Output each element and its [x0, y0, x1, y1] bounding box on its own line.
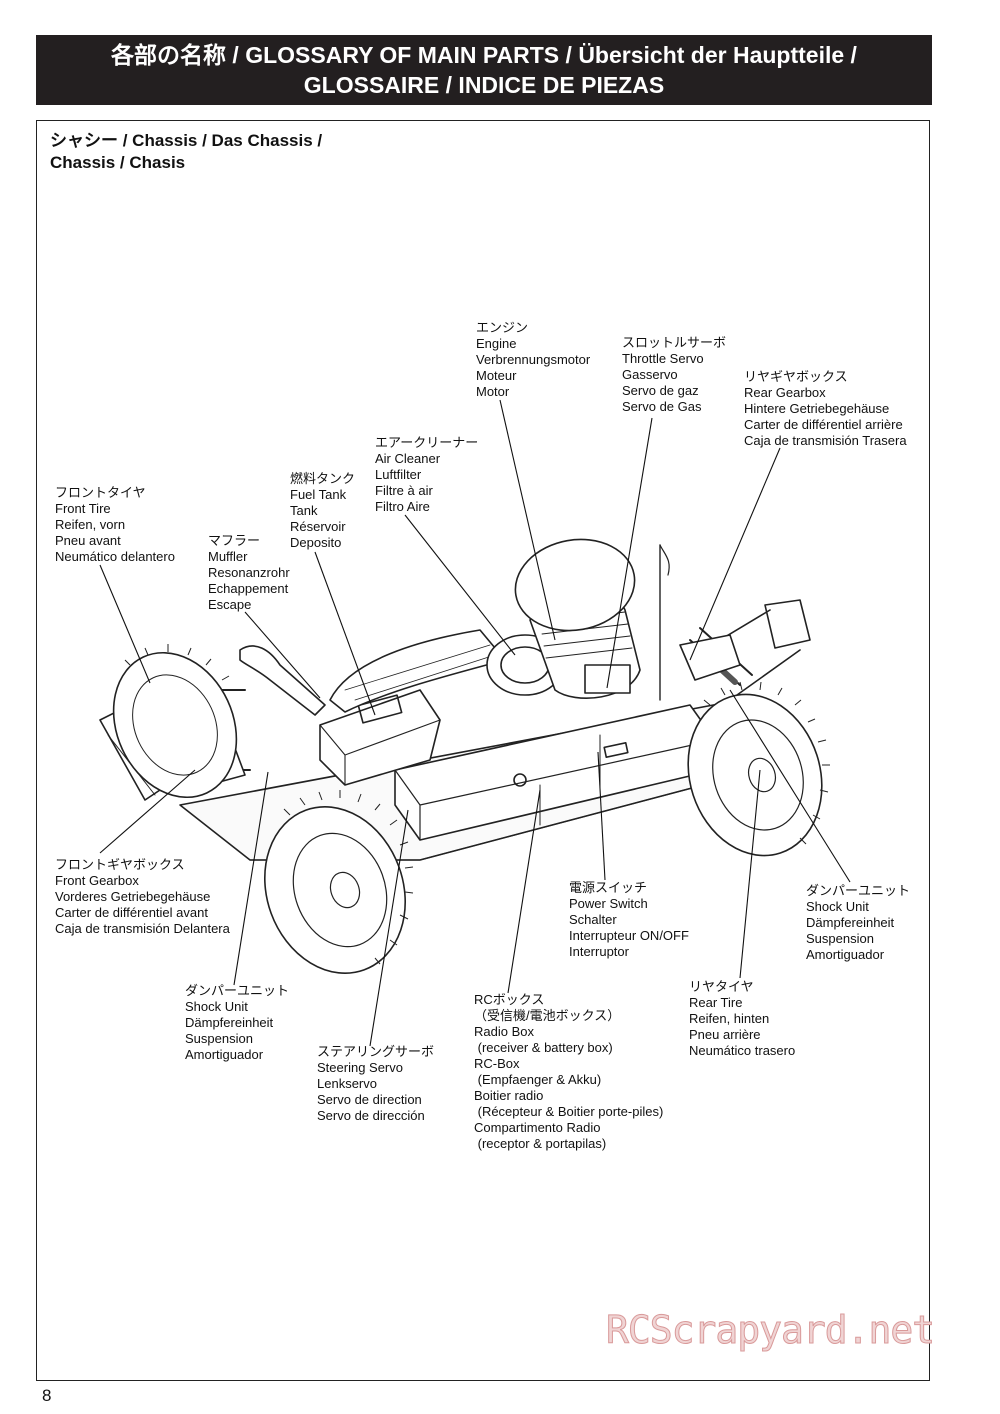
throttle-servo-label-fr: Servo de gaz: [622, 383, 699, 398]
throttle-servo-label-en: Throttle Servo: [622, 351, 704, 366]
rc-box-label-en-sub: (receiver & battery box): [474, 1040, 613, 1055]
steering-servo-label-de: Lenkservo: [317, 1076, 377, 1091]
section-title-line-2: Chassis / Chasis: [50, 153, 186, 172]
steering-servo-label-fr: Servo de direction: [317, 1092, 422, 1107]
label-front-tire: フロントタイヤ Front Tire Reifen, vorn Pneu ava…: [55, 485, 175, 565]
muffler-label-es: Escape: [208, 597, 252, 612]
steering-servo-label-es: Servo de dirección: [317, 1108, 425, 1123]
shock-unit-rear-label-es: Amortiguador: [806, 947, 885, 962]
engine-label-de: Verbrennungsmotor: [476, 352, 591, 367]
engine-label-ja: エンジン: [476, 320, 529, 335]
rear-tire-label-en: Rear Tire: [689, 995, 743, 1010]
rc-box-label-ja-sub: （受信機/電池ボックス）: [474, 1008, 621, 1023]
section-title: シャシー / Chassis / Das Chassis / Chassis /…: [50, 130, 322, 174]
rear-tire-label-ja: リヤタイヤ: [689, 979, 754, 994]
throttle-servo-label-es: Servo de Gas: [622, 399, 702, 414]
front-tire-label-de: Reifen, vorn: [55, 517, 126, 532]
rear-tire-label-de: Reifen, hinten: [689, 1011, 770, 1026]
content-frame: [36, 120, 930, 1381]
shock-unit-rear-label-en: Shock Unit: [806, 899, 869, 914]
muffler-label-fr: Echappement: [208, 581, 289, 596]
fuel-tank-label-ja: 燃料タンク: [290, 471, 356, 486]
air-cleaner-label-ja: エアークリーナー: [375, 435, 479, 450]
rear-gearbox-label-ja: リヤギヤボックス: [744, 369, 848, 384]
watermark: RCScrapyard.net: [605, 1308, 935, 1353]
label-power-switch: 電源スイッチ Power Switch Schalter Interrupteu…: [569, 880, 689, 960]
power-switch-label-fr: Interrupteur ON/OFF: [569, 928, 689, 943]
fuel-tank-label-de: Tank: [290, 503, 318, 518]
front-gearbox-label-fr: Carter de différentiel avant: [55, 905, 208, 920]
label-front-gearbox: フロントギヤボックス Front Gearbox Vorderes Getrie…: [55, 857, 230, 937]
shock-unit-rear-label-ja: ダンパーユニット: [806, 883, 911, 898]
rear-tire-label-fr: Pneu arrière: [689, 1027, 761, 1042]
rc-box-label-en: Radio Box: [474, 1024, 534, 1039]
fuel-tank-label-en: Fuel Tank: [290, 487, 347, 502]
power-switch-label-ja: 電源スイッチ: [569, 880, 648, 895]
front-gearbox-label-de: Vorderes Getriebegehäuse: [55, 889, 211, 904]
front-tire-label-es: Neumático delantero: [55, 549, 175, 564]
power-switch-label-de: Schalter: [569, 912, 617, 927]
power-switch-label-es: Interruptor: [569, 944, 629, 959]
label-rear-tire: リヤタイヤ Rear Tire Reifen, hinten Pneu arri…: [689, 979, 795, 1059]
label-air-cleaner: エアークリーナー Air Cleaner Luftfilter Filtre à…: [375, 435, 478, 515]
muffler-label-de: Resonanzrohr: [208, 565, 290, 580]
title-line-1: 各部の名称 / GLOSSARY OF MAIN PARTS / Übersic…: [111, 42, 857, 68]
rear-gearbox-label-en: Rear Gearbox: [744, 385, 826, 400]
label-shock-unit-front: ダンパーユニット Shock Unit Dämpfereinheit Suspe…: [185, 983, 289, 1063]
rc-box-label-es-sub: (receptor & portapilas): [474, 1136, 607, 1151]
shock-unit-rear-label-de: Dämpfereinheit: [806, 915, 895, 930]
engine-label-en: Engine: [476, 336, 517, 351]
power-switch-label-en: Power Switch: [569, 896, 648, 911]
title-banner: 各部の名称 / GLOSSARY OF MAIN PARTS / Übersic…: [36, 35, 932, 105]
front-tire-label-en: Front Tire: [55, 501, 111, 516]
shock-unit-front-label-ja: ダンパーユニット: [185, 983, 290, 998]
engine-label-fr: Moteur: [476, 368, 517, 383]
rc-box-label-fr: Boitier radio: [474, 1088, 544, 1103]
rc-box-label-es: Compartimento Radio: [474, 1120, 601, 1135]
front-gearbox-label-es: Caja de transmisión Delantera: [55, 921, 230, 936]
label-rear-gearbox: リヤギヤボックス Rear Gearbox Hintere Getriebege…: [744, 369, 907, 449]
rc-box-label-de-sub: (Empfaenger & Akku): [474, 1072, 602, 1087]
label-shock-unit-rear: ダンパーユニット Shock Unit Dämpfereinheit Suspe…: [806, 883, 910, 963]
rear-gearbox-label-fr: Carter de différentiel arrière: [744, 417, 903, 432]
muffler-label-ja: マフラー: [208, 533, 261, 548]
label-fuel-tank: 燃料タンク Fuel Tank Tank Réservoir Deposito: [290, 471, 355, 551]
label-engine: エンジン Engine Verbrennungsmotor Moteur Mot…: [476, 320, 590, 400]
rear-gearbox-label-es: Caja de transmisión Trasera: [744, 433, 907, 448]
throttle-servo-label-ja: スロットルサーボ: [622, 335, 727, 350]
rc-box-label-ja: RCボックス: [474, 992, 545, 1007]
fuel-tank-label-es: Deposito: [290, 535, 342, 550]
engine-label-es: Motor: [476, 384, 510, 399]
rear-gearbox-label-de: Hintere Getriebegehäuse: [744, 401, 890, 416]
steering-servo-label-ja: ステアリングサーボ: [317, 1044, 435, 1059]
air-cleaner-label-de: Luftfilter: [375, 467, 422, 482]
air-cleaner-label-es: Filtro Aire: [375, 499, 430, 514]
title-line-2: GLOSSAIRE / INDICE DE PIEZAS: [303, 72, 665, 98]
rc-box-label-de: RC-Box: [474, 1056, 520, 1071]
air-cleaner-label-fr: Filtre à air: [375, 483, 433, 498]
shock-unit-front-label-fr: Suspension: [185, 1031, 253, 1046]
label-throttle-servo: スロットルサーボ Throttle Servo Gasservo Servo d…: [622, 335, 726, 415]
label-rc-box: RCボックス （受信機/電池ボックス） Radio Box (receiver …: [474, 992, 663, 1152]
front-gearbox-label-ja: フロントギヤボックス: [55, 857, 185, 872]
rear-tire-label-es: Neumático trasero: [689, 1043, 796, 1058]
front-tire-label-ja: フロントタイヤ: [55, 485, 146, 500]
rc-box-label-fr-sub: (Récepteur & Boitier porte-piles): [474, 1104, 664, 1119]
steering-servo-label-en: Steering Servo: [317, 1060, 403, 1075]
front-gearbox-label-en: Front Gearbox: [55, 873, 139, 888]
page-number: 8: [42, 1386, 52, 1405]
section-title-line-1: シャシー / Chassis / Das Chassis /: [50, 131, 323, 150]
air-cleaner-label-en: Air Cleaner: [375, 451, 441, 466]
muffler-label-en: Muffler: [208, 549, 248, 564]
shock-unit-rear-label-fr: Suspension: [806, 931, 874, 946]
shock-unit-front-label-de: Dämpfereinheit: [185, 1015, 274, 1030]
shock-unit-front-label-en: Shock Unit: [185, 999, 248, 1014]
label-muffler: マフラー Muffler Resonanzrohr Echappement Es…: [208, 533, 290, 613]
shock-unit-front-label-es: Amortiguador: [185, 1047, 264, 1062]
throttle-servo-label-de: Gasservo: [622, 367, 678, 382]
front-tire-label-fr: Pneu avant: [55, 533, 121, 548]
label-steering-servo: ステアリングサーボ Steering Servo Lenkservo Servo…: [317, 1044, 434, 1124]
fuel-tank-label-fr: Réservoir: [290, 519, 346, 534]
